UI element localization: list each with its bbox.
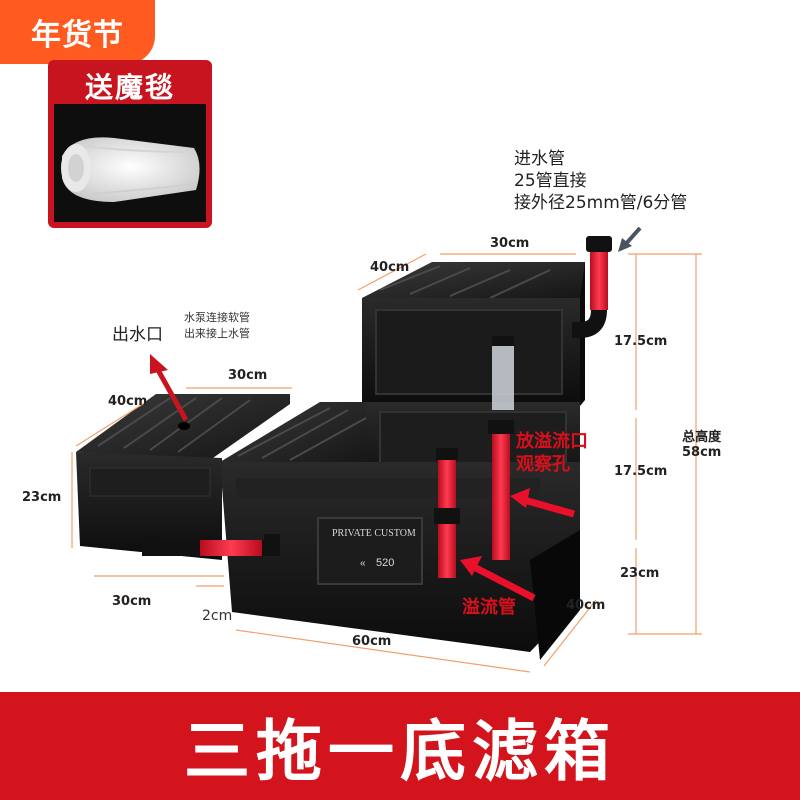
overflow-port-label: 放溢流口 观察孔	[516, 431, 588, 475]
overflow-pipe-arrow	[460, 556, 536, 602]
brand-name: PRIVATE CUSTOM	[332, 528, 416, 539]
dim-total: 总高度 58cm	[682, 430, 722, 460]
dim-gap: 2cm	[202, 608, 233, 624]
dim-left-bottom-width: 30cm	[112, 594, 152, 609]
outlet-arrow	[150, 354, 189, 422]
dim-left-width: 30cm	[228, 368, 268, 383]
gift-title: 送魔毯	[84, 71, 175, 104]
dimension-lines	[71, 253, 702, 673]
svg-text:«: «	[360, 558, 366, 569]
dim-layer2-height: 17.5cm	[614, 464, 668, 479]
inlet-arrow	[618, 226, 642, 252]
dim-left-depth: 40cm	[108, 394, 148, 409]
dim-bottom-length: 60cm	[352, 634, 392, 649]
inlet-pipe	[488, 236, 612, 560]
product-scene: PRIVATE CUSTOM 520 «	[71, 226, 702, 673]
brand-model: 520	[376, 557, 394, 569]
connector-pipe	[142, 534, 280, 556]
gift-card: 送魔毯	[48, 60, 212, 228]
outlet-label: 出水口	[112, 325, 163, 345]
dim-bottom-depth: 40cm	[566, 598, 606, 613]
dim-layer3-height: 23cm	[620, 566, 660, 581]
dim-layer1-height: 17.5cm	[614, 334, 668, 349]
left-box	[76, 394, 290, 560]
promo-badge: 年货节	[0, 0, 155, 64]
overflow-pipe-label: 溢流管	[462, 597, 516, 618]
pump-note: 水泵连接软管 出来接上水管	[184, 311, 250, 340]
filter-mat-image	[54, 104, 206, 222]
overflow-port-arrow	[510, 488, 575, 518]
dim-left-height: 23cm	[22, 490, 62, 505]
upper-box	[362, 262, 585, 406]
dim-top-width: 30cm	[490, 236, 530, 251]
bottom-box: PRIVATE CUSTOM 520 «	[220, 402, 580, 660]
product-title: 三拖一底滤箱	[0, 692, 800, 800]
inlet-note: 进水管 25管直接 接外径25mm管/6分管	[514, 149, 688, 213]
overflow-pipe	[434, 448, 460, 578]
dim-top-depth: 40cm	[370, 260, 410, 275]
